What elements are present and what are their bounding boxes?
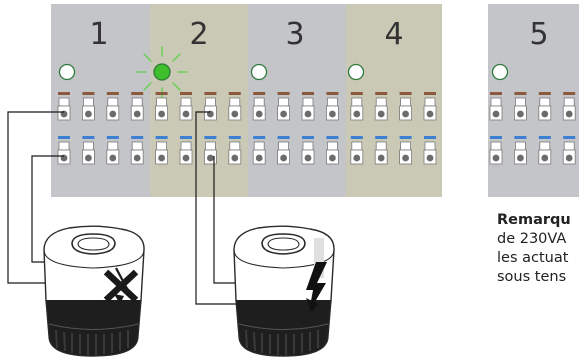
terminal-blue (228, 136, 242, 165)
terminal-brown (82, 92, 95, 121)
remark-line-1: de 230VA (497, 231, 567, 247)
actuator-1-ribs (55, 329, 129, 355)
terminal-brown (399, 92, 413, 121)
zone-1-number: 1 (89, 17, 108, 52)
terminal-brown (350, 92, 364, 121)
terminal-blue (252, 136, 266, 165)
zone-1-led (58, 63, 76, 81)
zone-3-number: 3 (285, 17, 304, 52)
terminal-blue (155, 136, 169, 165)
terminal-brown (325, 92, 339, 121)
terminal-brown (228, 92, 242, 121)
terminal-blocks (57, 92, 576, 165)
zone-4-number: 4 (384, 17, 403, 52)
terminal-brown (57, 92, 71, 121)
terminal-blue (374, 136, 388, 165)
terminal-blue (350, 136, 364, 165)
remark-line-2: les actuat (497, 250, 569, 266)
actuator-2-wires (195, 111, 240, 305)
terminal-blue (399, 136, 413, 165)
zone-2-number: 2 (189, 17, 208, 52)
terminal-brown (301, 92, 315, 121)
remark-note: Remarqu de 230VA les actuat sous tens (497, 211, 579, 287)
terminal-blue (301, 136, 315, 165)
terminal-brown (538, 92, 552, 121)
terminal-brown (489, 92, 503, 121)
terminal-blue (82, 136, 95, 165)
terminal-brown (374, 92, 388, 121)
terminal-brown (252, 92, 266, 121)
remark-line-3: sous tens (497, 269, 567, 285)
actuator-2 (233, 225, 335, 357)
cross-icon (103, 267, 139, 304)
actuator-2-ribs (245, 329, 319, 355)
zone-2-led (153, 63, 171, 81)
terminal-brown (562, 92, 576, 121)
terminal-blue (130, 136, 144, 165)
lightning-icon (306, 238, 327, 312)
terminal-blue (423, 136, 437, 165)
terminal-blue (489, 136, 503, 165)
actuator-1 (43, 225, 145, 357)
terminal-blue (179, 136, 193, 165)
remark-title: Remarqu (497, 212, 571, 228)
terminal-brown (423, 92, 437, 121)
terminal-brown (179, 92, 193, 121)
terminal-brown (155, 92, 169, 121)
terminal-blue (277, 136, 291, 165)
zone-4-led (347, 63, 365, 81)
terminal-blue (106, 136, 120, 165)
terminal-blue (538, 136, 552, 165)
terminal-brown (514, 92, 527, 121)
terminal-blue (57, 136, 71, 165)
terminal-blue (562, 136, 576, 165)
terminal-brown (130, 92, 144, 121)
zone-5-led (491, 63, 509, 81)
terminal-blue (514, 136, 527, 165)
terminal-brown (106, 92, 120, 121)
terminal-blue (325, 136, 339, 165)
terminal-brown (277, 92, 291, 121)
zone-3-led (250, 63, 268, 81)
zone-5-number: 5 (529, 17, 548, 52)
